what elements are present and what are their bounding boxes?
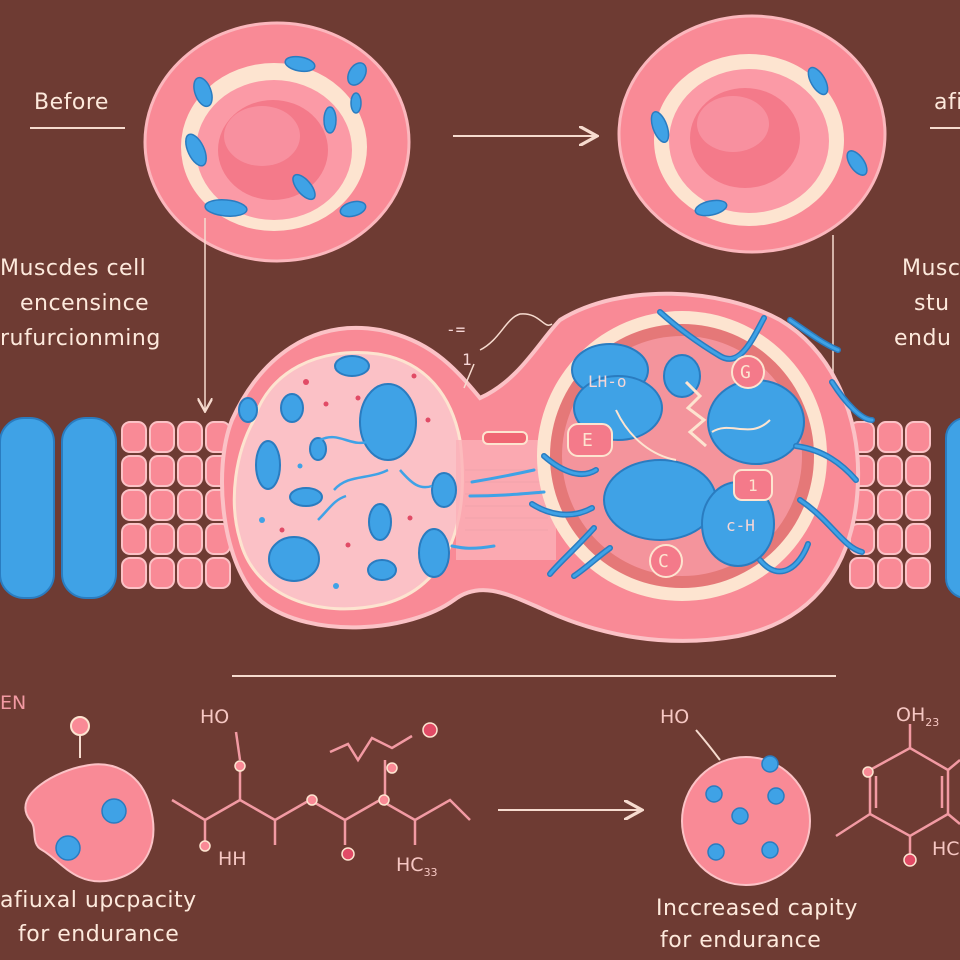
fibre-segment — [121, 523, 147, 555]
molecule-left-atoms — [199, 722, 438, 861]
e-token — [567, 423, 613, 457]
fibre-segment — [177, 557, 203, 589]
fibre-segment — [177, 421, 203, 453]
left-desc-line-3: rufurcionming — [0, 326, 161, 351]
fibre-segment — [149, 455, 175, 487]
before-cell — [143, 21, 411, 263]
fibre-segment — [121, 455, 147, 487]
fibre-segment — [877, 421, 903, 453]
chem-ch-label: c-H — [726, 516, 755, 535]
fibre-segment — [177, 455, 203, 487]
before-label: Before — [34, 90, 109, 115]
chem-one-token-label: 1 — [748, 476, 758, 495]
fibre-segment — [177, 489, 203, 521]
left-en-label: EN — [0, 692, 27, 714]
fibre-segment — [149, 523, 175, 555]
bottom-right-caption-1: Inccreased capity — [656, 896, 858, 921]
zigzag-mark — [684, 380, 707, 448]
fibre-segment — [205, 557, 231, 589]
chem-hc-right: HC — [932, 838, 960, 860]
chem-e-label: E — [582, 430, 593, 451]
fibre-segment — [121, 557, 147, 589]
c-token — [649, 544, 683, 578]
fibre-segment — [121, 421, 147, 453]
chem-ho-right: HO — [660, 706, 690, 728]
fibre-segment — [905, 523, 931, 555]
one-token — [733, 469, 773, 501]
fibre-segment — [177, 523, 203, 555]
chem-dash-label: -= — [446, 320, 466, 339]
chem-ho-left: HO — [200, 706, 230, 728]
muscle-fibre-right — [849, 417, 960, 599]
mitochondria-closeup — [450, 309, 875, 601]
right-desc-line-3: endu — [894, 326, 952, 351]
chem-g-label: G — [740, 362, 751, 383]
bottom-right-cell — [681, 729, 811, 886]
fibre-segment — [877, 557, 903, 589]
molecule-left — [171, 731, 471, 845]
fibre-segment — [905, 421, 931, 453]
chem-hh: HH — [218, 848, 247, 870]
fibre-segment — [877, 523, 903, 555]
fibre-segment — [905, 455, 931, 487]
fibre-segment — [149, 421, 175, 453]
fibre-segment — [849, 557, 875, 589]
fibre-segment — [877, 455, 903, 487]
muscle-fibre-left — [0, 417, 231, 599]
fibre-segment — [121, 489, 147, 521]
fibre-segment — [149, 489, 175, 521]
top-scribble — [479, 313, 553, 351]
chem-oh23: OH23 — [896, 704, 940, 729]
right-desc-line-2: stu — [914, 291, 950, 316]
left-desc-line-2: encensince — [20, 291, 150, 316]
fibre-segment — [905, 489, 931, 521]
right-desc-line-1: Musc — [902, 256, 960, 281]
bottom-left-cell — [24, 716, 155, 883]
fibre-segment — [877, 489, 903, 521]
fibre-segment — [905, 557, 931, 589]
chem-hc3: HC33 — [396, 854, 438, 879]
chem-one-label: 1 — [462, 350, 472, 369]
bottom-right-caption-2: for endurance — [660, 928, 822, 953]
g-token — [731, 355, 765, 389]
chem-lh-label: LH-o — [588, 372, 627, 391]
after-label: afi — [934, 90, 960, 115]
left-desc-line-1: Muscdes cell — [0, 256, 147, 281]
fibre-segment — [149, 557, 175, 589]
bottom-left-caption-2: for endurance — [18, 922, 180, 947]
chem-c-label: C — [658, 551, 669, 572]
after-cell — [617, 14, 887, 254]
bottom-left-caption-1: afiuxal upcpacity — [0, 888, 197, 913]
